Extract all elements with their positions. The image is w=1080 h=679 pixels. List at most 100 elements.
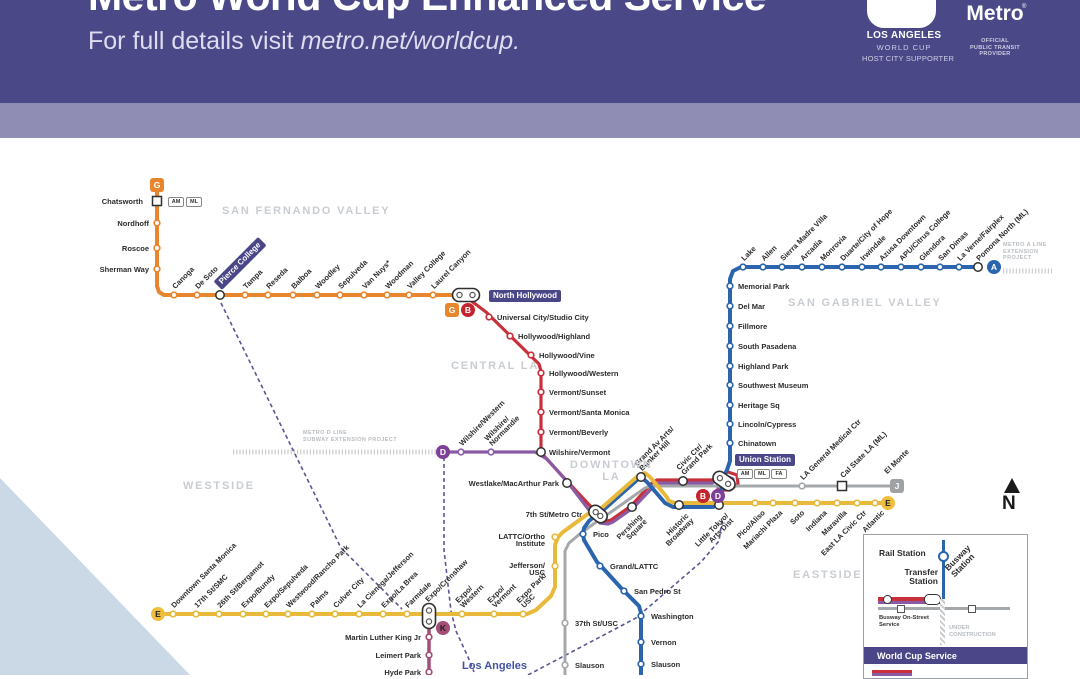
station-label[interactable]: Wilshire/Vermont xyxy=(549,447,611,457)
line-badge-a[interactable]: A xyxy=(987,260,1001,274)
station-label[interactable]: Memorial Park xyxy=(738,281,790,291)
station-label[interactable]: Hollywood/Western xyxy=(549,368,619,378)
station-label[interactable]: El Monte xyxy=(882,447,911,476)
station-label[interactable]: Lincoln/Cypress xyxy=(738,419,797,429)
station-dot xyxy=(153,219,161,227)
page-title: Metro World Cup Enhanced Service xyxy=(88,0,767,20)
station-label[interactable]: Palms xyxy=(308,587,331,610)
station-label[interactable]: Roscoe xyxy=(121,243,149,253)
station-dot xyxy=(403,610,411,618)
station-label[interactable]: Universal City/Studio City xyxy=(497,312,589,322)
line-badge-k[interactable]: K xyxy=(436,621,450,635)
station-label[interactable]: Washington xyxy=(651,611,694,621)
station-label[interactable]: Heritage Sq xyxy=(738,400,780,410)
station-label[interactable]: Slauson xyxy=(651,659,681,669)
station-dot xyxy=(838,263,846,271)
station-label[interactable]: Lake xyxy=(739,244,758,263)
transfer-station-dot xyxy=(562,478,572,488)
line-badge-g[interactable]: G xyxy=(150,178,164,192)
line-badge-j[interactable]: J xyxy=(890,479,904,493)
line-badge-d[interactable]: D xyxy=(711,489,725,503)
station-dot xyxy=(193,291,201,299)
station-label[interactable]: Pico xyxy=(593,529,609,539)
station-label[interactable]: Jefferson/ USC xyxy=(509,561,545,577)
station-label[interactable]: Historic Broadway xyxy=(663,511,696,548)
station-label[interactable]: Chatsworth xyxy=(101,196,143,206)
legend-world-cup-red-sample xyxy=(872,670,912,673)
station-label[interactable]: 37th St/USC xyxy=(575,618,618,628)
station-label[interactable]: Hyde Park xyxy=(384,667,421,677)
station-label[interactable]: San Pedro St xyxy=(634,586,681,596)
header-divider-band xyxy=(0,103,1080,138)
station-label[interactable]: De Soto xyxy=(193,264,220,291)
logo-host-city: HOST CITY SUPPORTER xyxy=(862,54,955,63)
station-label[interactable]: Pershing Square xyxy=(614,512,649,542)
station-label[interactable]: Vernon xyxy=(651,637,677,647)
station-label[interactable]: Canoga xyxy=(170,264,197,291)
line-badge-b[interactable]: B xyxy=(461,303,475,317)
region-label: CENTRAL LA xyxy=(451,360,540,372)
station-label[interactable]: Vermont/Beverly xyxy=(549,427,609,437)
subtitle: For full details visit metro.net/worldcu… xyxy=(88,27,520,56)
station-label[interactable]: Southwest Museum xyxy=(738,380,809,390)
station-label[interactable]: LATTC/Ortho Institute xyxy=(498,532,545,548)
line-badge-g[interactable]: G xyxy=(445,303,459,317)
world-cup-logo-icon xyxy=(867,0,936,28)
station-label[interactable]: Fillmore xyxy=(738,321,768,331)
station-label[interactable]: Chinatown xyxy=(738,438,777,448)
station-label[interactable]: Balboa xyxy=(289,266,314,291)
station-dot xyxy=(490,610,498,618)
line-badge-b[interactable]: B xyxy=(696,489,710,503)
station-label[interactable]: Soto xyxy=(788,508,807,527)
station-label[interactable]: Slauson xyxy=(575,660,605,670)
station-label[interactable]: Sherman Way xyxy=(99,264,149,274)
station-dot xyxy=(487,448,495,456)
station-label[interactable]: Expo/ Vermont xyxy=(485,582,518,610)
station-label[interactable]: South Pasadena xyxy=(738,341,797,351)
station-dot xyxy=(383,291,391,299)
station-label[interactable]: Vermont/Sunset xyxy=(549,387,607,397)
station-label-highlighted[interactable]: North Hollywood xyxy=(489,289,561,302)
station-dot xyxy=(313,291,321,299)
station-label[interactable]: Hollywood/Highland xyxy=(518,331,591,341)
station-label[interactable]: Highland Park xyxy=(738,361,789,371)
legend-busway-square xyxy=(897,605,905,613)
station-dot xyxy=(798,482,806,490)
station-label[interactable]: Tampa xyxy=(241,267,265,291)
station-dot xyxy=(519,610,527,618)
station-dot xyxy=(215,610,223,618)
transfer-station-dot xyxy=(678,476,688,486)
station-label[interactable]: Expo/ Western xyxy=(453,582,486,610)
station-dot xyxy=(798,263,806,271)
station-label-highlighted[interactable]: Union Station xyxy=(735,453,795,466)
station-label[interactable]: Civic Ctr/ Grand Park xyxy=(674,441,715,477)
station-label-highlighted[interactable]: Pierce College xyxy=(213,236,267,290)
station-dot xyxy=(739,263,747,271)
line-badge-d[interactable]: D xyxy=(436,445,450,459)
transfer-station-pill xyxy=(451,287,481,303)
station-label[interactable]: Nordhoff xyxy=(117,218,149,228)
station-label[interactable]: Martin Luther King Jr xyxy=(345,632,421,642)
transfer-station-pill xyxy=(712,470,736,492)
station-dot xyxy=(955,263,963,271)
station-label[interactable]: Del Mar xyxy=(738,301,766,311)
station-label[interactable]: Westlake/MacArthur Park xyxy=(468,478,559,488)
station-label[interactable]: Allen xyxy=(759,243,779,263)
station-label[interactable]: Reseda xyxy=(264,265,290,291)
station-label[interactable]: Hollywood/Vine xyxy=(539,350,595,360)
line-badge-e[interactable]: E xyxy=(151,607,165,621)
station-label[interactable]: Leimert Park xyxy=(375,650,421,660)
station-label[interactable]: Woodley xyxy=(313,262,342,291)
station-label[interactable]: Grand/LATTC xyxy=(610,561,659,571)
station-label[interactable]: 7th St/Metro Ctr xyxy=(525,509,582,519)
subtitle-url[interactable]: metro.net/worldcup. xyxy=(300,27,521,55)
station-label[interactable]: Little Tokyo/ Arts Dist xyxy=(693,511,736,549)
legend-world-cup-label: World Cup Service xyxy=(877,651,957,661)
line-badge-e[interactable]: E xyxy=(881,496,895,510)
station-label[interactable]: Vermont/Santa Monica xyxy=(549,407,630,417)
station-label[interactable]: Expo Park/ USC xyxy=(514,570,549,610)
rail-station-square xyxy=(151,195,163,207)
station-dot xyxy=(506,332,514,340)
subtitle-text: For full details visit xyxy=(88,27,301,55)
